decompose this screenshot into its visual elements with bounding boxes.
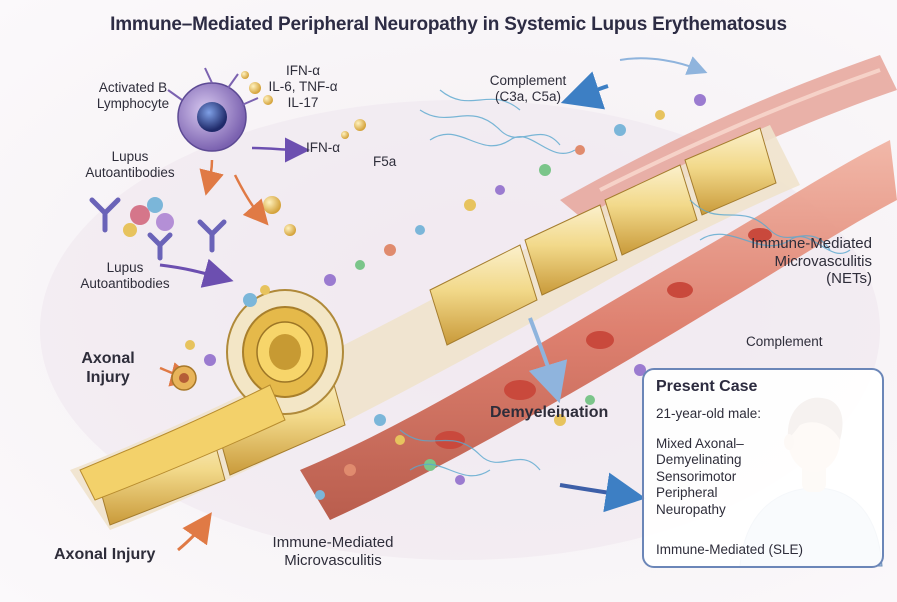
label-complement-top: Complement (C3a, C5a) <box>478 73 578 105</box>
present-case-age-sex: 21-year-old male: <box>656 406 761 422</box>
label-cytokines-line2: IL-6, TNF-α <box>255 79 351 95</box>
present-case-diagnosis-line1: Mixed Axonal– <box>656 436 744 452</box>
label-immune-vasc-bottom-line1: Immune-Mediated <box>258 534 408 552</box>
label-complement-right: Complement <box>746 334 823 350</box>
label-lupus-autoantibodies-2: Lupus Autoantibodies <box>70 260 180 292</box>
label-f5a: F5a <box>373 154 396 170</box>
present-case-diagnosis-line2: Demyelinating <box>656 452 744 468</box>
label-lupus-autoantibodies-1: Lupus Autoantibodies <box>75 149 185 181</box>
label-axonal-injury-bottom: Axonal Injury <box>54 546 155 565</box>
label-ifn-alpha: IFN-α <box>306 140 340 156</box>
present-case-diagnosis: Mixed Axonal– Demyelinating Sensorimotor… <box>656 436 744 518</box>
label-immune-vasc-right-line1: Immune-Mediated <box>720 235 872 253</box>
present-case-diagnosis-line4: Peripheral <box>656 485 744 501</box>
label-cytokines: IFN-α IL-6, TNF-α IL-17 <box>255 63 351 111</box>
present-case-etiology: Immune-Mediated (SLE) <box>656 542 803 558</box>
label-activated-b: Activated B Lymphocyte <box>78 80 188 112</box>
present-case-diagnosis-line5: Neuropathy <box>656 502 744 518</box>
diagram-title: Immune–Mediated Peripheral Neuropathy in… <box>0 14 897 36</box>
present-case-panel: Present Case 21-year-old male: Mixed Axo… <box>642 368 884 568</box>
label-demyelination: Demyeleination <box>490 404 608 423</box>
label-lupus-auto2-line2: Autoantibodies <box>70 276 180 292</box>
label-activated-b-line1: Activated B <box>78 80 188 96</box>
arrow-complement <box>576 86 608 98</box>
axonal-injury-cell <box>172 366 196 390</box>
present-case-title: Present Case <box>656 378 757 396</box>
label-lupus-auto2-line1: Lupus <box>70 260 180 276</box>
label-immune-vasc-right-line2: Microvasculitis <box>720 253 872 271</box>
label-cytokines-line1: IFN-α <box>255 63 351 79</box>
label-complement-top-line1: Complement <box>478 73 578 89</box>
arrow-axonal-injury-bottom <box>178 522 205 550</box>
present-case-diagnosis-line3: Sensorimotor <box>656 469 744 485</box>
label-axonal-injury-left: Axonal Injury <box>68 350 148 388</box>
label-cytokines-line3: IL-17 <box>255 95 351 111</box>
label-immune-vasculitis-right: Immune-Mediated Microvasculitis (NETs) <box>720 235 872 288</box>
label-immune-vasc-right-line3: (NETs) <box>720 270 872 288</box>
label-axonal-injury-left-line2: Injury <box>68 369 148 388</box>
label-immune-vasc-bottom-line2: Microvasculitis <box>258 552 408 570</box>
label-immune-vasculitis-bottom: Immune-Mediated Microvasculitis <box>258 534 408 569</box>
label-lupus-auto1-line1: Lupus <box>75 149 185 165</box>
label-activated-b-line2: Lymphocyte <box>78 96 188 112</box>
label-axonal-injury-left-line1: Axonal <box>68 350 148 369</box>
arrow-complement-upper <box>620 58 700 70</box>
label-lupus-auto1-line2: Autoantibodies <box>75 165 185 181</box>
label-complement-top-line2: (C3a, C5a) <box>478 89 578 105</box>
